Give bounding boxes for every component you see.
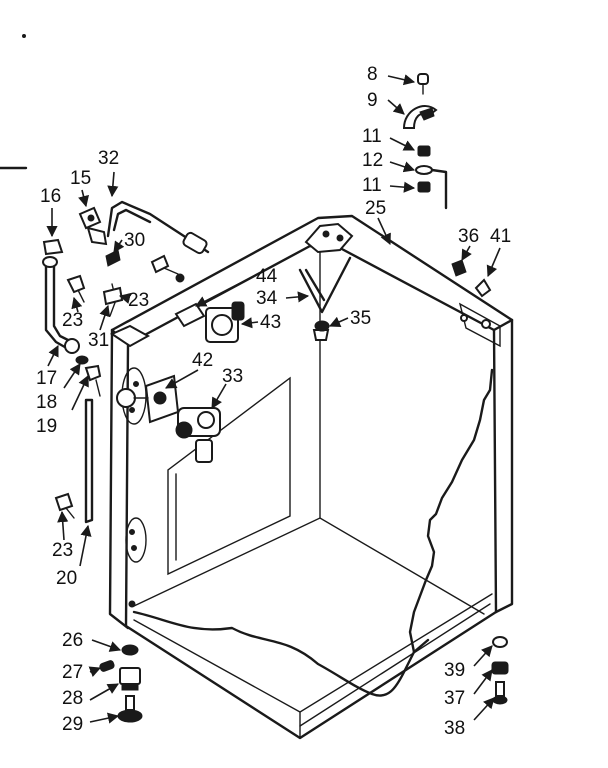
washer-39 bbox=[492, 636, 508, 648]
callout-43: 43 bbox=[260, 312, 281, 333]
callout-28: 28 bbox=[62, 688, 83, 709]
callout-18: 18 bbox=[36, 392, 57, 413]
foot-27 bbox=[99, 660, 115, 672]
callout-39: 39 bbox=[444, 660, 465, 681]
screw-23b bbox=[150, 254, 179, 275]
callout-34: 34 bbox=[256, 288, 278, 309]
callout-11: 11 bbox=[362, 126, 382, 147]
callout-8: 8 bbox=[367, 64, 378, 85]
nut-11b bbox=[417, 181, 431, 193]
screw-23c bbox=[54, 492, 75, 519]
callout-36: 36 bbox=[458, 226, 479, 247]
cap-16 bbox=[42, 238, 64, 256]
inlet-valve-33 bbox=[175, 407, 221, 463]
callout-27: 27 bbox=[62, 662, 83, 683]
callout-38: 38 bbox=[444, 718, 465, 739]
callout-20: 20 bbox=[56, 568, 77, 589]
callout-labels: 8 9 11 12 11 25 36 41 32 16 15 30 44 34 … bbox=[36, 64, 511, 739]
page-marks bbox=[0, 34, 28, 170]
callout-31: 31 bbox=[88, 330, 109, 351]
callout-35: 35 bbox=[350, 308, 371, 329]
clip-31 bbox=[102, 286, 124, 306]
callout-44: 44 bbox=[256, 266, 278, 287]
callout-19: 19 bbox=[36, 416, 57, 437]
nozzle-35 bbox=[312, 320, 330, 341]
hinge-bracket-top bbox=[304, 222, 354, 254]
nut-37 bbox=[491, 661, 509, 675]
clip-41 bbox=[474, 278, 492, 298]
callout-23: 23 bbox=[52, 540, 73, 561]
callout-9: 9 bbox=[367, 90, 378, 111]
valve-bracket-44 bbox=[109, 302, 206, 348]
callout-17: 17 bbox=[36, 368, 57, 389]
callout-23: 23 bbox=[128, 290, 149, 311]
clip-9 bbox=[402, 105, 438, 129]
nut-11a bbox=[417, 145, 431, 157]
leg-38 bbox=[492, 681, 508, 705]
screw-23a bbox=[66, 274, 86, 303]
washer-18 bbox=[75, 355, 89, 365]
leveling-leg-29 bbox=[117, 695, 143, 723]
screw-8 bbox=[417, 73, 429, 95]
drain-hose-17 bbox=[42, 256, 80, 354]
foot-26 bbox=[121, 644, 139, 656]
tube-20 bbox=[84, 379, 101, 524]
callout-25: 25 bbox=[365, 198, 386, 219]
callout-12: 12 bbox=[362, 150, 383, 171]
callout-42: 42 bbox=[192, 350, 213, 371]
callout-37: 37 bbox=[444, 688, 465, 709]
washer-12 bbox=[415, 165, 433, 175]
callout-32: 32 bbox=[98, 148, 119, 169]
hose-assembly-32 bbox=[106, 200, 210, 283]
callout-23: 23 bbox=[62, 310, 83, 331]
hose-34 bbox=[298, 256, 352, 314]
foot-block-28 bbox=[119, 667, 141, 691]
callout-41: 41 bbox=[490, 226, 511, 247]
callout-29: 29 bbox=[62, 714, 83, 735]
callout-16: 16 bbox=[40, 186, 61, 207]
callout-15: 15 bbox=[70, 168, 91, 189]
pressure-switch-42 bbox=[116, 374, 180, 424]
leader-lines bbox=[46, 74, 501, 724]
callout-33: 33 bbox=[222, 366, 243, 387]
callout-26: 26 bbox=[62, 630, 83, 651]
fastener-36 bbox=[451, 259, 467, 277]
screw-19 bbox=[84, 364, 102, 382]
callout-30: 30 bbox=[124, 230, 145, 251]
callout-11: 11 bbox=[362, 175, 382, 196]
clamp-15 bbox=[78, 206, 108, 246]
valve-43 bbox=[205, 301, 245, 343]
